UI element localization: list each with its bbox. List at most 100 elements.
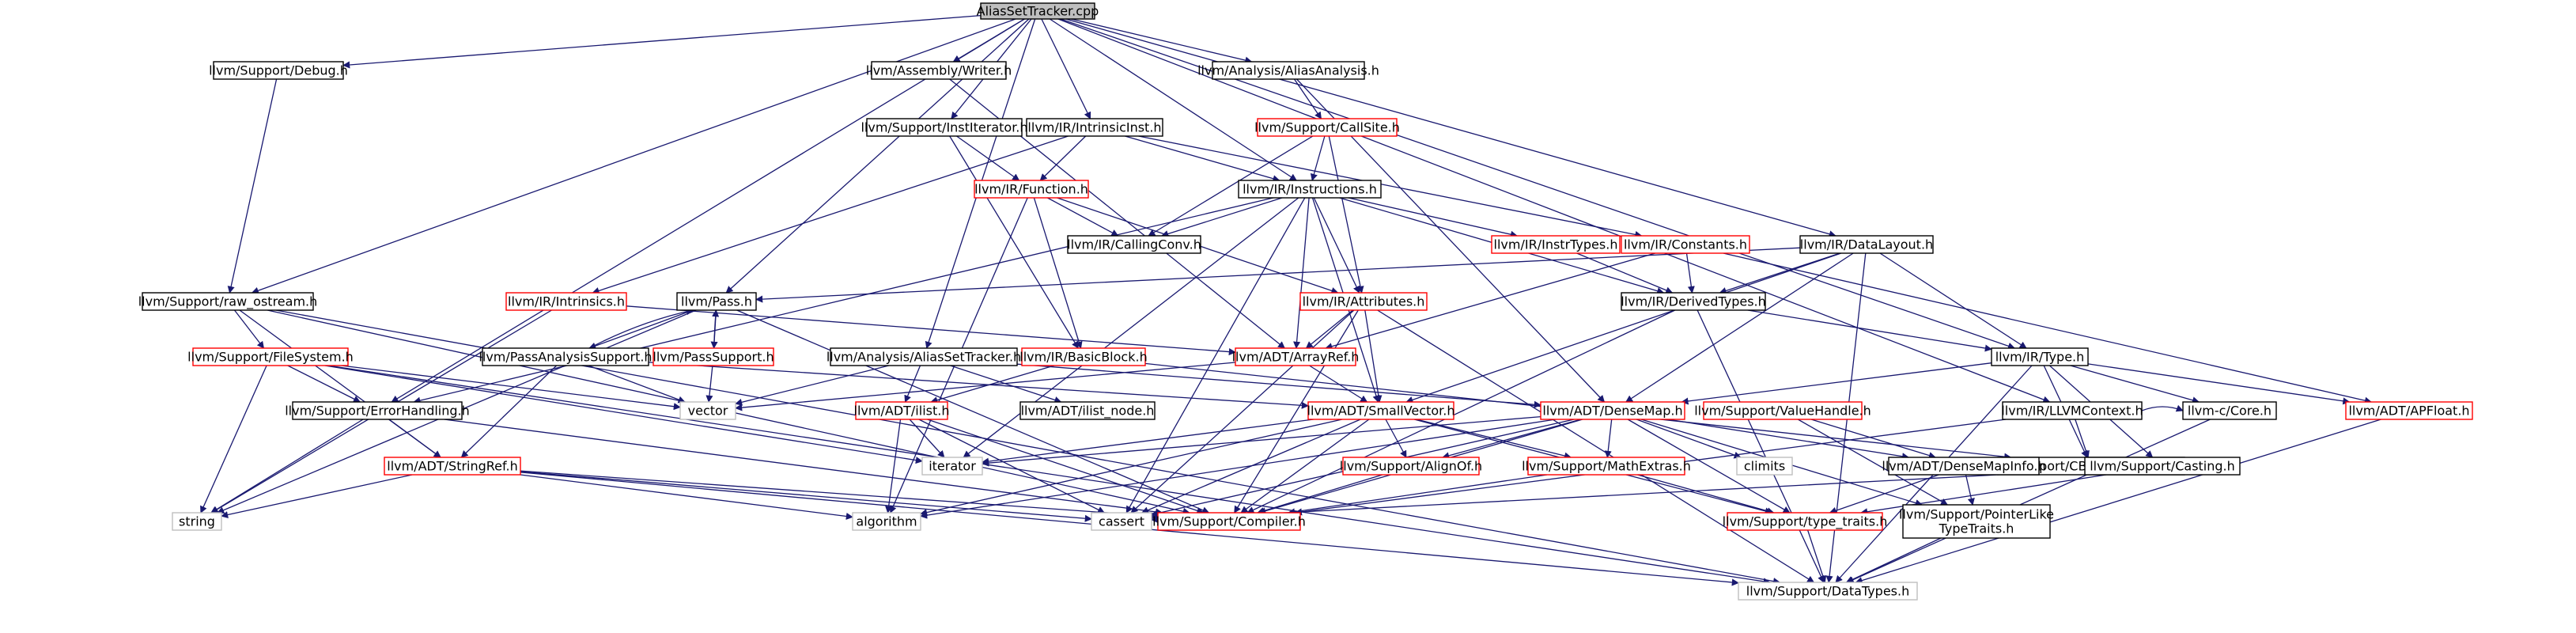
node-pass-box <box>676 292 757 311</box>
edge-type-to-densemap <box>1681 362 1992 405</box>
node-pas-label: llvm/PassAnalysisSupport.h <box>479 350 652 365</box>
node-ilistnode[interactable]: llvm/ADT/ilist_node.h <box>1019 401 1156 420</box>
edge-root-to-datalayout <box>1065 18 1836 238</box>
edge-datalayout-to-type <box>1879 252 2027 349</box>
edge-dmapinfo-to-ptrlike <box>1965 474 1975 506</box>
edge-errh-to-stringref <box>388 419 441 458</box>
node-datalayout[interactable]: llvm/IR/DataLayout.h <box>1799 235 1934 254</box>
node-llvmctx[interactable]: llvm/IR/LLVMContext.h <box>2001 401 2143 420</box>
node-aa-box <box>1212 61 1365 80</box>
node-passsup[interactable]: llvm/PassSupport.h <box>653 347 774 366</box>
node-aa-label: llvm/Analysis/AliasAnalysis.h <box>1197 63 1379 78</box>
node-fs-box <box>192 347 349 366</box>
node-callsite-box <box>1257 118 1398 137</box>
node-attributes[interactable]: llvm/IR/Attributes.h <box>1299 292 1428 311</box>
node-apfloat[interactable]: llvm/ADT/APFloat.h <box>2345 401 2473 420</box>
node-alignof[interactable]: llvm/Support/AlignOf.h <box>1340 457 1482 476</box>
node-function[interactable]: llvm/IR/Function.h <box>974 180 1089 199</box>
edge-callsite-to-attributes <box>1328 135 1364 294</box>
node-typetraits[interactable]: llvm/Support/type_traits.h <box>1723 512 1888 531</box>
edge-stringref-to-algorithm <box>520 474 853 520</box>
node-callconv[interactable]: llvm/IR/CallingConv.h <box>1067 235 1201 254</box>
node-insti[interactable]: llvm/Support/InstIterator.h <box>861 118 1028 137</box>
node-ccore-box <box>2182 401 2277 420</box>
edge-densemap-to-iterator <box>982 415 1541 467</box>
node-ast[interactable]: llvm/Analysis/AliasSetTracker.h <box>827 347 1021 366</box>
node-ilist[interactable]: llvm/ADT/ilist.h <box>854 401 950 420</box>
edge-valuehandle-to-ptrlike <box>1797 419 1949 506</box>
edge-smallvec-to-algorithm <box>920 419 1343 517</box>
node-intrinst[interactable]: llvm/IR/IntrinsicInst.h <box>1026 118 1163 137</box>
node-ccore[interactable]: llvm-c/Core.h <box>2182 401 2277 420</box>
node-aa[interactable]: llvm/Analysis/AliasAnalysis.h <box>1197 61 1379 80</box>
node-instrs[interactable]: llvm/IR/Instructions.h <box>1238 180 1382 199</box>
edge-errh-to-string <box>210 419 364 514</box>
node-writer[interactable]: llvm/Assembly/Writer.h <box>866 61 1012 80</box>
edge-ast-to-vector <box>735 365 889 406</box>
edge-casting-to-typetraits <box>1860 474 2107 516</box>
node-callsite[interactable]: llvm/Support/CallSite.h <box>1254 118 1400 137</box>
node-algorithm-box <box>852 512 921 531</box>
edge-type-to-ccore <box>2070 365 2200 404</box>
node-iterator-box <box>921 457 983 476</box>
node-casting[interactable]: llvm/Support/Casting.h <box>2084 457 2241 476</box>
edge-pas-to-smallvec <box>648 362 1309 409</box>
node-valuehandle-label: llvm/Support/ValueHandle.h <box>1694 404 1871 419</box>
node-derived[interactable]: llvm/IR/DerivedTypes.h <box>1621 292 1766 311</box>
edge-stringref-to-cassert <box>520 471 1092 522</box>
node-constants[interactable]: llvm/IR/Constants.h <box>1621 235 1750 254</box>
node-bb-label: llvm/IR/BasicBlock.h <box>1019 350 1147 365</box>
node-compiler[interactable]: llvm/Support/Compiler.h <box>1152 512 1306 531</box>
node-errh[interactable]: llvm/Support/ErrorHandling.h <box>285 401 470 420</box>
node-apfloat-box <box>2345 401 2473 420</box>
node-rawos[interactable]: llvm/Support/raw_ostream.h <box>138 292 318 311</box>
node-instrtypes[interactable]: llvm/IR/InstrTypes.h <box>1491 235 1621 254</box>
edge-pas-to-stringref <box>460 365 558 458</box>
node-root[interactable]: AliasSetTracker.cpp <box>977 2 1099 20</box>
edge-aa-to-callsite <box>1293 78 1322 119</box>
node-type[interactable]: llvm/IR/Type.h <box>1991 347 2089 366</box>
node-casting-box <box>2084 457 2241 476</box>
edge-ast-to-ilist <box>904 365 921 403</box>
node-pass[interactable]: llvm/Pass.h <box>676 292 757 311</box>
edge-intrinsics-to-arrayref <box>626 305 1236 356</box>
edge-instrs-to-cassert <box>1125 197 1306 514</box>
header-nodes: AliasSetTracker.cpp llvm/Support/Debug.h l… <box>138 2 2473 601</box>
node-callsite-label: llvm/Support/CallSite.h <box>1254 120 1400 135</box>
edge-attributes-to-arrayref <box>1305 309 1353 349</box>
node-algorithm-label: algorithm <box>856 514 917 529</box>
node-ilistnode-label: llvm/ADT/ilist_node.h <box>1021 404 1155 419</box>
edge-function-to-bb <box>1033 197 1083 349</box>
node-stringref[interactable]: llvm/ADT/StringRef.h <box>384 457 521 476</box>
node-mathextras[interactable]: llvm/Support/MathExtras.h <box>1522 457 1691 476</box>
edge-fs-to-errh <box>287 365 361 403</box>
edge-constants-to-arrayref <box>1325 252 1655 351</box>
node-debug[interactable]: llvm/Support/Debug.h <box>209 61 348 80</box>
node-dmapinfo[interactable]: llvm/ADT/DenseMapInfo.h <box>1882 457 2046 476</box>
node-iterator-label: iterator <box>929 459 976 474</box>
node-datalayout-box <box>1799 235 1934 254</box>
node-fs[interactable]: llvm/Support/FileSystem.h <box>187 347 354 366</box>
node-compiler-box <box>1157 512 1301 531</box>
node-errh-box <box>292 401 463 420</box>
node-pas[interactable]: llvm/PassAnalysisSupport.h <box>479 347 653 366</box>
node-climits: climits <box>1736 457 1793 476</box>
edge-instrs-to-iterator <box>963 197 1299 458</box>
node-typetraits-box <box>1727 512 1883 531</box>
node-smallvec[interactable]: llvm/ADT/SmallVector.h <box>1307 401 1455 420</box>
node-densemap[interactable]: llvm/ADT/DenseMap.h <box>1540 401 1685 420</box>
node-ilistnode-box <box>1019 401 1156 420</box>
node-smallvec-label: llvm/ADT/SmallVector.h <box>1307 404 1455 419</box>
node-compiler-label: llvm/Support/Compiler.h <box>1152 514 1306 529</box>
node-intrinst-box <box>1026 118 1163 137</box>
edge-intrinst-to-function <box>1039 135 1087 181</box>
node-bb[interactable]: llvm/IR/BasicBlock.h <box>1019 347 1148 366</box>
node-attributes-box <box>1299 292 1428 311</box>
node-intrinsics[interactable]: llvm/IR/Intrinsics.h <box>505 292 627 311</box>
node-ast-box <box>830 347 1018 366</box>
node-string-label: string <box>179 514 215 529</box>
node-valuehandle[interactable]: llvm/Support/ValueHandle.h <box>1694 401 1871 420</box>
edge-llvmctx-to-cbind <box>2075 419 2090 458</box>
node-arrayref[interactable]: llvm/ADT/ArrayRef.h <box>1232 347 1360 366</box>
